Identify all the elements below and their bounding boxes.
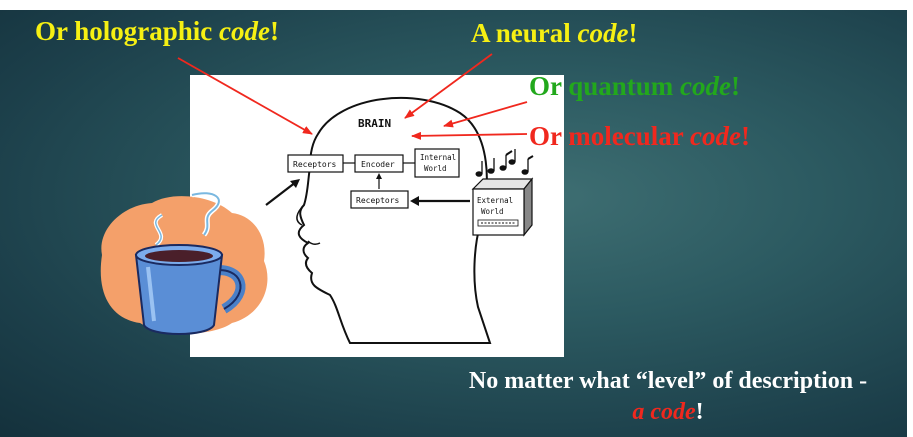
bottom-line2: a code! (428, 397, 908, 428)
receptors-left-label: Receptors (293, 160, 337, 169)
a-code-phrase: a code (632, 399, 696, 425)
bottom-line2-suffix: ! (695, 399, 704, 425)
quantum-word: quantum (568, 71, 681, 101)
holographic-code-heading: Or holographic code! (35, 18, 279, 45)
quantum-suffix: ! (731, 71, 741, 101)
molecular-suffix: ! (740, 121, 750, 151)
receptors-bottom-label: Receptors (356, 196, 400, 205)
bottom-statement: No matter what “level” of description - … (428, 366, 908, 428)
nose-line (296, 204, 305, 226)
neural-code-heading: A neural code! (471, 20, 637, 47)
up-arrowhead (376, 173, 382, 179)
brain-diagram: BRAIN Receptors Encoder Internal World R… (265, 97, 534, 344)
external-world-line2: World (481, 207, 504, 216)
neural-suffix: ! (628, 18, 638, 48)
external-world-line1: External (477, 196, 513, 205)
neural-code-word: code (577, 18, 629, 48)
molecular-code-word: code (689, 121, 741, 151)
brain-label: BRAIN (358, 117, 391, 130)
head-silhouette-icon (297, 97, 492, 344)
bottom-line1: No matter what “level” of description - (468, 368, 868, 394)
receptors-bottom-box (350, 190, 409, 209)
neural-prefix: A neural (471, 18, 578, 48)
quantum-or: Or (529, 71, 569, 101)
right-border (907, 0, 913, 437)
holographic-suffix: ! (270, 16, 279, 46)
computer-box-icon: External World (471, 177, 534, 237)
holographic-prefix: Or holographic (35, 16, 220, 46)
mouth-line (307, 240, 321, 246)
face-arrowhead (290, 179, 300, 188)
holographic-code-word: code (219, 16, 270, 46)
music-notes-icon (475, 149, 534, 177)
coffee-mug-icon (100, 190, 268, 335)
molecular-prefix: Or molecular (529, 121, 690, 151)
internal-world-box (414, 148, 460, 178)
top-border (0, 0, 913, 10)
quantum-code-word: code (680, 71, 732, 101)
quantum-code-heading: Or quantum code! (529, 73, 740, 100)
molecular-code-heading: Or molecular code! (529, 123, 750, 150)
encoder-label: Encoder (361, 160, 395, 169)
face-arrow-line (265, 181, 297, 206)
internal-world-line1: Internal (420, 153, 456, 162)
external-arrowhead (410, 196, 419, 206)
internal-world-line2: World (424, 164, 447, 173)
